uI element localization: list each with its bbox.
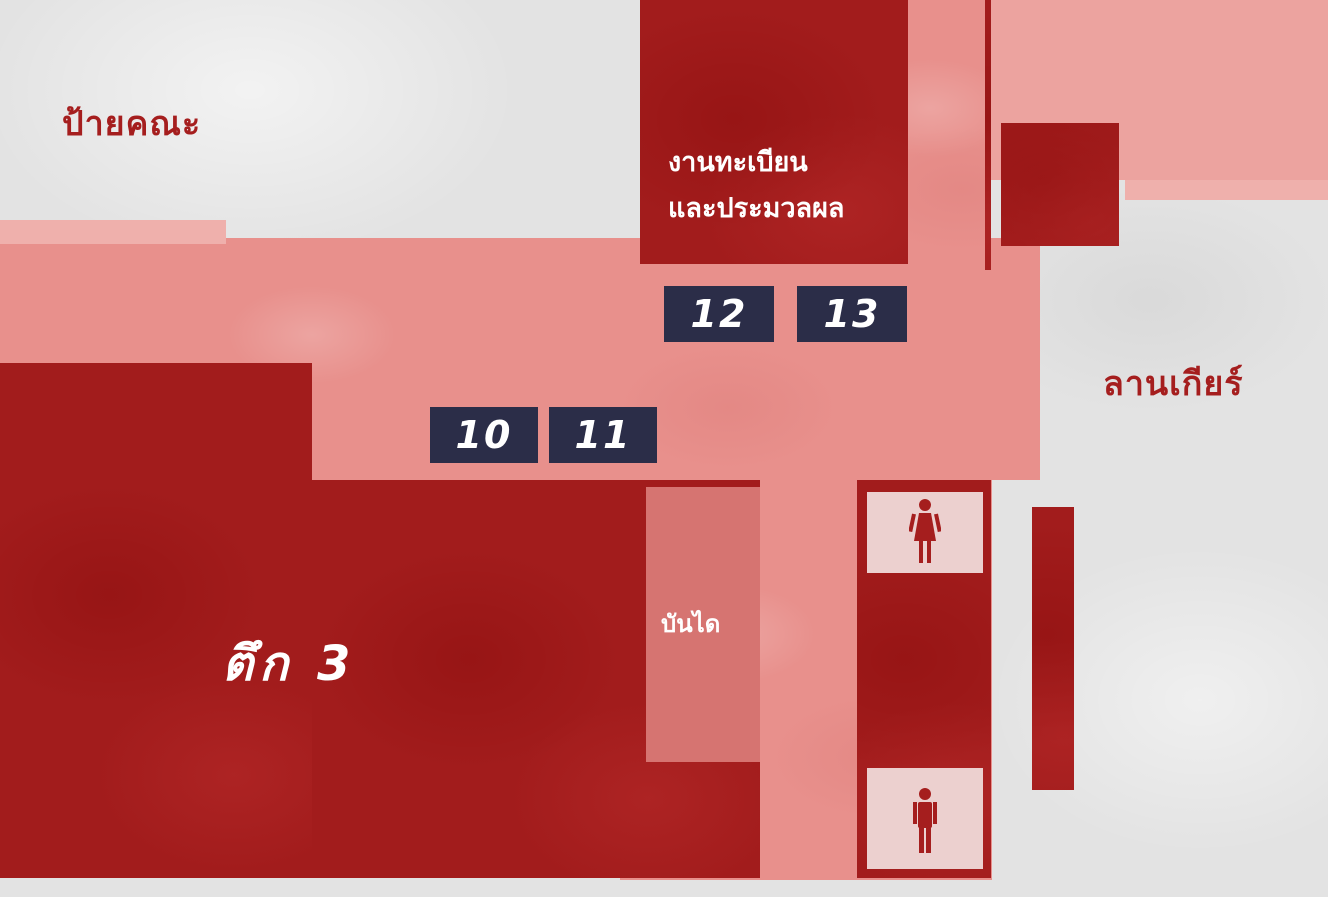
right-side-bar [1032, 507, 1074, 790]
registration-office-label-line1: งานทะเบียน [668, 147, 808, 178]
divider-line [985, 0, 991, 270]
building-3 [0, 363, 312, 878]
building-3-label: ตึก 3 [222, 636, 357, 692]
faculty-sign-label: ป้ายคณะ [62, 104, 202, 144]
gear-plaza-label: ลานเกียร์ [1103, 364, 1244, 404]
corridor-left-step [0, 220, 226, 244]
upper-right-pathway-step [1125, 180, 1328, 200]
male-restroom-icon [913, 788, 937, 853]
room-11[interactable]: 11 [549, 407, 657, 463]
room-12[interactable]: 12 [664, 286, 774, 342]
connector-strip [907, 0, 985, 270]
room-13[interactable]: 13 [797, 286, 907, 342]
stairs [646, 487, 760, 762]
main-corridor [0, 238, 1040, 480]
room-10[interactable]: 10 [430, 407, 538, 463]
small-building-top-right [1001, 123, 1119, 246]
stairs-label: บันได [661, 610, 721, 638]
registration-office-label-line2: และประมวลผล [668, 193, 845, 224]
female-restroom-icon [909, 499, 941, 563]
registration-office [640, 0, 908, 264]
